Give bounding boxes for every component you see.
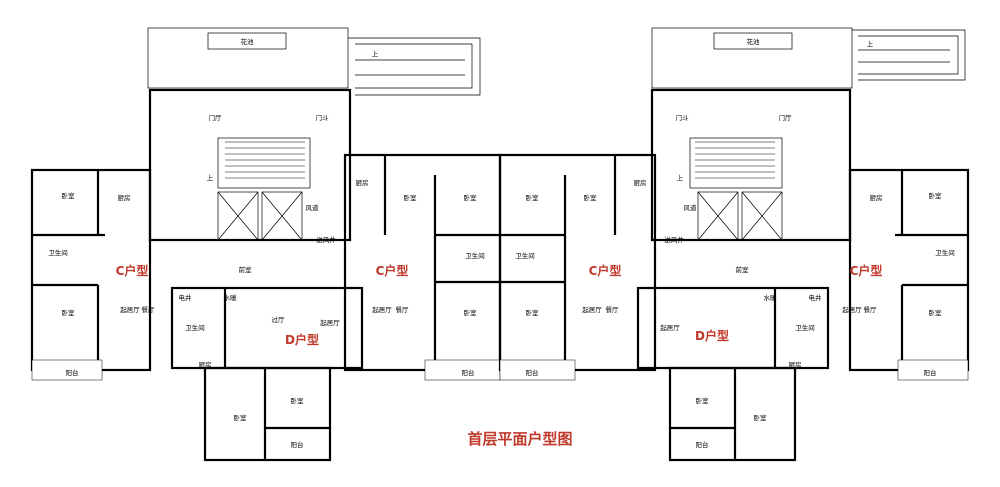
bathroom-label: 卫生间 — [515, 251, 535, 260]
balcony-label: 阳台 — [526, 368, 539, 377]
wind-shaft-label: 风道 — [684, 203, 698, 212]
lobby-label: 前室 — [736, 265, 750, 274]
bathroom-label: 卫生间 — [795, 323, 815, 332]
corridor-label: 过厅 — [272, 315, 286, 324]
entry-hall-label: 门厅 — [209, 113, 223, 122]
living-label: 起居厅 — [320, 319, 340, 327]
bedroom-label: 卧室 — [929, 308, 943, 317]
balcony-middle-right — [499, 359, 576, 381]
unit-c-middle-right-walls — [498, 153, 657, 372]
electric-room-label: 电井 — [809, 293, 823, 302]
kitchen-label: 厨房 — [356, 178, 369, 187]
living-label: 起居厅 — [372, 306, 392, 314]
fire-valve-label: 送风井 — [664, 235, 684, 244]
left-building-half: 花池 上 门厅 门斗 上 风道 送风井 前室 — [30, 27, 502, 462]
unit-c-label: C户型 — [376, 263, 409, 278]
bedroom-label: 卧室 — [62, 308, 76, 317]
entrance-label: 门斗 — [316, 113, 330, 122]
ramp-inner — [355, 43, 473, 89]
entry-hall-walls — [148, 88, 352, 242]
garden-label: 花池 — [747, 37, 761, 46]
entry-hall-walls — [650, 88, 852, 242]
living-label: 起居厅 — [120, 306, 140, 314]
ramp-inner — [858, 35, 959, 75]
entrance-label: 门斗 — [676, 113, 690, 122]
lobby-label: 前室 — [239, 265, 253, 274]
ramp-outline — [852, 29, 966, 81]
ramp-up-label: 上 — [867, 39, 874, 48]
bathroom-label: 卫生间 — [465, 251, 485, 260]
ramp-outline — [348, 37, 481, 96]
kitchen-label: 厨房 — [118, 193, 131, 202]
unit-c-label: C户型 — [589, 263, 622, 278]
stair-box — [217, 137, 311, 189]
balcony-label: 阳台 — [696, 440, 709, 449]
entry-hall-label: 门厅 — [779, 113, 793, 122]
bathroom-label: 卫生间 — [185, 323, 205, 332]
unit-d-lower-walls — [203, 366, 332, 462]
unit-c-middle-left-walls — [343, 153, 502, 372]
water-room-label: 水暖 — [764, 293, 778, 302]
bathroom-label: 卫生间 — [935, 248, 955, 257]
balcony-east — [897, 359, 969, 381]
garden-planter — [713, 32, 793, 50]
balcony-label: 阳台 — [66, 368, 79, 377]
bedroom-label: 卧室 — [464, 193, 478, 202]
drawing-title: 首层平面户型图 — [467, 430, 572, 448]
unit-d-label: D户型 — [285, 332, 319, 347]
stair-up-label: 上 — [207, 173, 214, 182]
fire-valve-label: 送风井 — [316, 235, 336, 244]
unit-d-label: D户型 — [695, 328, 729, 343]
elevator-shaft — [741, 191, 783, 241]
electric-room-label: 电井 — [179, 293, 193, 302]
bathroom-label: 卫生间 — [48, 248, 68, 257]
bedroom-label: 卧室 — [526, 193, 540, 202]
kitchen-label: 厨房 — [789, 360, 802, 369]
stair-treads — [695, 141, 775, 179]
unit-c-label: C户型 — [850, 263, 883, 278]
dining-label: 餐厅 — [864, 305, 878, 314]
wind-shaft-label: 风道 — [306, 203, 320, 212]
bedroom-label: 卧室 — [291, 396, 305, 405]
stair-box — [689, 137, 783, 189]
unit-d-lower-walls — [668, 366, 797, 462]
stair-treads — [225, 141, 305, 179]
kitchen-label: 厨房 — [870, 193, 883, 202]
bedroom-label: 卧室 — [754, 413, 768, 422]
bedroom-label: 卧室 — [404, 193, 418, 202]
garden-enclosure — [651, 27, 853, 89]
balcony-label: 阳台 — [924, 368, 937, 377]
kitchen-label: 厨房 — [199, 360, 212, 369]
balcony-west — [31, 359, 103, 381]
elevator-shaft — [261, 191, 303, 241]
bedroom-label: 卧室 — [526, 308, 540, 317]
bedroom-label: 卧室 — [929, 191, 943, 200]
dining-label: 餐厅 — [396, 305, 410, 314]
elevator-shaft — [697, 191, 739, 241]
garden-enclosure — [147, 27, 349, 89]
dining-label: 餐厅 — [142, 305, 156, 314]
stair-up-label: 上 — [677, 173, 684, 182]
bedroom-label: 卧室 — [696, 396, 710, 405]
garden-label: 花池 — [241, 37, 255, 46]
kitchen-label: 厨房 — [634, 178, 647, 187]
unit-c-label: C户型 — [116, 263, 149, 278]
bedroom-label: 卧室 — [584, 193, 598, 202]
living-label: 起居厅 — [582, 306, 602, 314]
garden-planter — [207, 32, 287, 50]
dining-label: 餐厅 — [606, 305, 620, 314]
balcony-label: 阳台 — [291, 440, 304, 449]
right-building-half: 卧室 卧室 厨房 卫生间 卧室 起居厅 餐厅 阳台 C户型 花池 上 门斗 门厅 — [498, 27, 970, 462]
ramp-up-label: 上 — [372, 49, 379, 58]
living-label: 起居厅 — [842, 306, 862, 314]
water-room-label: 水暖 — [224, 293, 238, 302]
bedroom-label: 卧室 — [62, 191, 76, 200]
bedroom-label: 卧室 — [234, 413, 248, 422]
balcony-label: 阳台 — [462, 368, 475, 377]
elevator-shaft — [217, 191, 259, 241]
living-label: 起居厅 — [660, 324, 680, 332]
bedroom-label: 卧室 — [464, 308, 478, 317]
